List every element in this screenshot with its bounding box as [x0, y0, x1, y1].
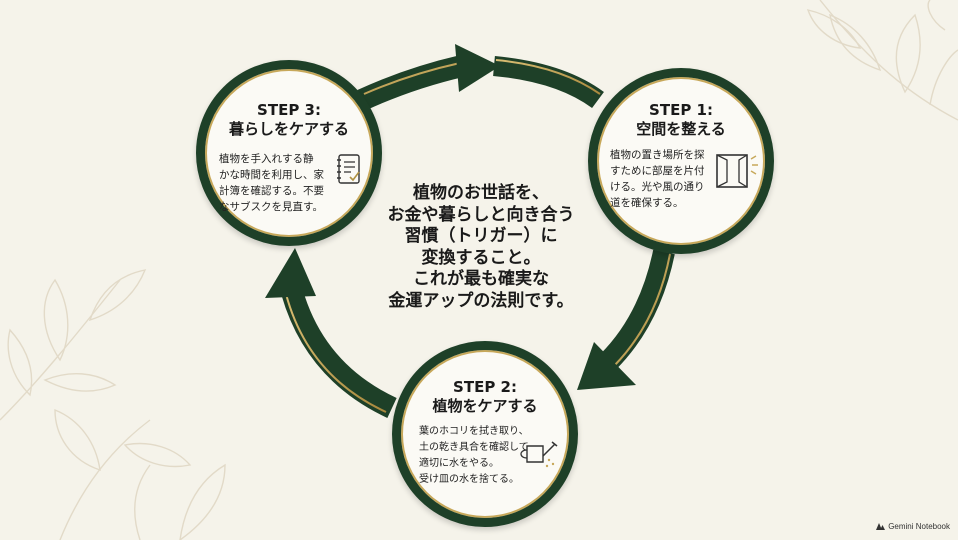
step-1-number: STEP 1:	[649, 101, 713, 119]
arrow-into-step1	[493, 56, 604, 109]
step-3-number: STEP 3:	[257, 101, 321, 119]
step-2-heading: STEP 2: 植物をケアする	[401, 378, 569, 416]
window-icon	[716, 154, 758, 188]
step-2-description: 葉のホコリを拭き取り、 土の乾き具合を確認して 適切に水をやる。 受け皿の水を捨…	[419, 426, 529, 485]
step-2-title: 植物をケアする	[432, 397, 538, 415]
step-3-heading: STEP 3: 暮らしをケアする	[205, 101, 373, 139]
brand-watermark: Gemini Notebook	[876, 522, 950, 531]
step-3-title: 暮らしをケアする	[228, 120, 349, 138]
step-3-circle: STEP 3: 暮らしをケアする 植物を手入れする静 かな時間を利用し、家 計簿…	[196, 60, 382, 246]
step-2-circle: STEP 2: 植物をケアする 葉のホコリを拭き取り、 土の乾き具合を確認して …	[392, 341, 578, 527]
step-1-heading: STEP 1: 空間を整える	[597, 101, 765, 139]
step-1-circle: STEP 1: 空間を整える 植物の置き場所を探 すために部屋を片付 ける。光や…	[588, 68, 774, 254]
watering-can-icon	[520, 441, 558, 468]
notebook-icon	[337, 154, 360, 184]
arrow-step1-to-step2	[577, 249, 675, 390]
step-1-title: 空間を整える	[636, 120, 726, 138]
center-message: 植物のお世話を、 お金や暮らしと向き合う 習慣（トリガー）に 変換すること。 こ…	[387, 183, 575, 311]
arrow-step3-to-step1	[357, 44, 500, 111]
brand-logo-icon	[876, 523, 886, 530]
step-2-number: STEP 2:	[453, 378, 517, 396]
step-3-description: 植物を手入れする静 かな時間を利用し、家 計簿を確認する。不要 なサブスクを見直…	[219, 153, 324, 213]
brand-label: Gemini Notebook	[888, 522, 950, 531]
step-1-description: 植物の置き場所を探 すために部屋を片付 ける。光や風の通り 道を確保する。	[610, 149, 705, 209]
arrow-step2-to-step3	[265, 248, 397, 418]
